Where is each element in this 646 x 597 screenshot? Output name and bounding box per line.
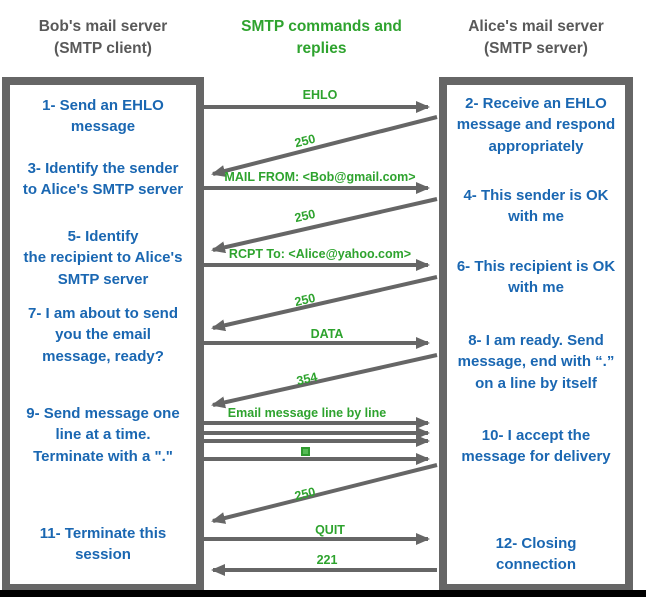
label-250-ehlo: 250 <box>293 131 317 151</box>
label-221: 221 <box>316 553 338 567</box>
label-250-mail: 250 <box>293 206 317 226</box>
center-header: SMTP commands and replies <box>241 18 402 58</box>
arrow-250-message-accepted <box>211 463 438 524</box>
client-step-7: 7- I am about to send you the email mess… <box>27 305 178 365</box>
arrow-250-rcpt-reply <box>211 275 438 332</box>
client-header: Bob's mail server (SMTP client) <box>38 18 168 58</box>
server-step-6: 6- This recipient is OK with me <box>456 258 616 297</box>
server-box: 2- Receive an EHLO message and respond a… <box>439 77 633 592</box>
client-step-1: 1- Send an EHLO message <box>42 97 164 136</box>
client-step-3: 3- Identify the sender to Alice's SMTP s… <box>22 160 184 199</box>
bottom-black-bar <box>0 590 646 597</box>
client-step-5: 5- Identify the recipient to Alice's SMT… <box>23 228 183 288</box>
server-step-10: 10- I accept the message for delivery <box>461 427 611 466</box>
client-box: 1- Send an EHLO message 3- Identify the … <box>2 77 204 592</box>
client-step-11: 11- Terminate this session <box>39 525 167 564</box>
label-data: DATA <box>310 327 344 341</box>
server-step-4: 4- This sender is OK with me <box>463 187 609 226</box>
label-250-rcpt: 250 <box>293 290 317 310</box>
label-quit: QUIT <box>315 523 345 537</box>
label-mail-from: MAIL FROM: <Bob@gmail.com> <box>224 170 416 184</box>
server-step-8: 8- I am ready. Send message, end with “.… <box>457 332 615 392</box>
server-step-12: 12- Closing connection <box>495 535 577 574</box>
message-terminator-dot-icon <box>301 447 310 456</box>
arrow-250-ehlo-reply <box>211 115 438 177</box>
label-354: 354 <box>295 369 319 389</box>
label-250-accepted: 250 <box>293 484 317 504</box>
arrow-354-reply <box>211 353 438 409</box>
arrow-250-mail-reply <box>211 197 438 254</box>
label-email-message: Email message line by line <box>227 406 387 420</box>
server-step-2: 2- Receive an EHLO message and respond a… <box>456 95 616 155</box>
label-rcpt-to: RCPT To: <Alice@yahoo.com> <box>228 247 412 261</box>
server-header: Alice's mail server (SMTP server) <box>468 18 604 58</box>
label-ehlo: EHLO <box>302 88 338 102</box>
client-step-9: 9- Send message one line at a time. Term… <box>26 405 180 465</box>
